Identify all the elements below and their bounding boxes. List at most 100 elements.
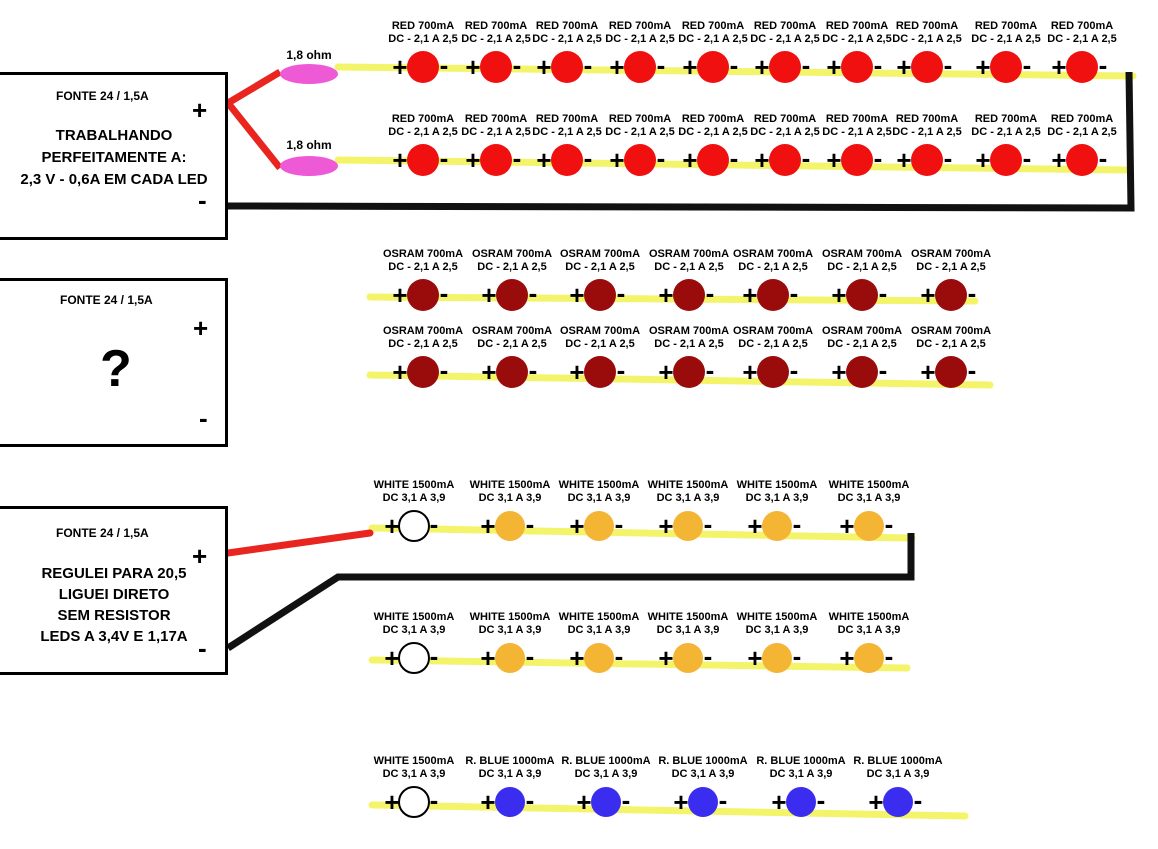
red-row-1-led-10-label-2: DC - 2,1 A 2,5: [1047, 33, 1117, 45]
red-row-1-led-3-label-2: DC - 2,1 A 2,5: [532, 33, 602, 45]
power-supply-1-note-line-2: PERFEITAMENTE A:: [41, 149, 187, 166]
osram-row-1-led-3: [584, 279, 616, 311]
red-row-1-led-9-label-2: DC - 2,1 A 2,5: [971, 33, 1041, 45]
osram-row-1-led-1-label-2: DC - 2,1 A 2,5: [388, 261, 458, 273]
power-supply-1-note-line-1: TRABALHANDO: [55, 127, 173, 144]
osram-row-2-led-4: [673, 356, 705, 388]
red-row-2-led-2-label-1: RED 700mA: [465, 113, 527, 125]
osram-row-2-led-4-label-1: OSRAM 700mA: [649, 325, 729, 337]
white-row-1-led-4-label-1: WHITE 1500mA: [648, 479, 729, 491]
white-row-1-led-5-plus: +: [747, 511, 762, 541]
osram-row-2-led-3-label-1: OSRAM 700mA: [560, 325, 640, 337]
blue-row-led-5-label-2: DC 3,1 A 3,9: [770, 768, 833, 780]
white-row-2-led-1-label-2: DC 3,1 A 3,9: [383, 624, 446, 636]
return-wire-row-3: [226, 533, 915, 651]
red-row-1-led-1-plus: +: [392, 52, 407, 82]
red-row-1-led-7-label-1: RED 700mA: [826, 20, 888, 32]
blue-row-led-6-label-2: DC 3,1 A 3,9: [867, 768, 930, 780]
osram-row-2-led-6-label-1: OSRAM 700mA: [822, 325, 902, 337]
osram-row-2-led-2: [496, 356, 528, 388]
white-row-1-led-6: [854, 511, 884, 541]
blue-row-led-5-minus: -: [817, 785, 826, 815]
red-row-1-led-8-label-2: DC - 2,1 A 2,5: [892, 33, 962, 45]
white-row-2-led-5-plus: +: [747, 643, 762, 673]
power-supply-3-negative-terminal: -: [198, 633, 207, 663]
resistor-1: [280, 64, 338, 84]
red-row-2-led-10-label-1: RED 700mA: [1051, 113, 1113, 125]
red-row-2-led-9-minus: -: [1023, 143, 1032, 173]
white-row-2-led-3-plus: +: [569, 643, 584, 673]
red-row-1-led-9-minus: -: [1023, 50, 1032, 80]
red-row-1-led-2-minus: -: [513, 50, 522, 80]
red-row-1-led-1-label-2: DC - 2,1 A 2,5: [388, 33, 458, 45]
white-row-1-led-2-label-2: DC 3,1 A 3,9: [479, 492, 542, 504]
osram-row-1-led-2-label-1: OSRAM 700mA: [472, 248, 552, 260]
blue-row-led-4-minus: -: [719, 785, 728, 815]
white-row-2-led-1-minus: -: [430, 641, 439, 671]
osram-row-2-led-3-minus: -: [617, 355, 626, 385]
red-row-2-led-3-label-1: RED 700mA: [536, 113, 598, 125]
resistor-2: [280, 156, 338, 176]
white-row-1-led-2-label-1: WHITE 1500mA: [470, 479, 551, 491]
red-row-1-led-8-minus: -: [944, 50, 953, 80]
red-row-2-led-1-label-1: RED 700mA: [392, 113, 454, 125]
return-wire-row-1: [227, 71, 1135, 212]
blue-row-strip: [368, 801, 969, 820]
red-row-1-led-6-plus: +: [754, 52, 769, 82]
power-supply-3-positive-terminal: +: [192, 541, 208, 571]
resistor-1-label: 1,8 ohm: [286, 48, 331, 62]
red-row-2-led-4-plus: +: [609, 145, 624, 175]
power-supply-box-3: FONTE 24 / 1,5A REGULEI PARA 20,5 LIGUEI…: [0, 506, 228, 675]
osram-row-1-led-5-plus: +: [742, 280, 757, 310]
power-supply-2-positive-terminal: +: [193, 313, 209, 343]
osram-row-2-led-2-label-2: DC - 2,1 A 2,5: [477, 338, 547, 350]
power-supply-3-title: FONTE 24 / 1,5A: [56, 526, 149, 540]
osram-row-2-led-1-minus: -: [440, 355, 449, 385]
osram-row-1-led-4-label-1: OSRAM 700mA: [649, 248, 729, 260]
red-row-1-led-7: [841, 51, 873, 83]
blue-row-led-4-label-1: R. BLUE 1000mA: [658, 755, 747, 767]
white-row-2-led-3: [584, 643, 614, 673]
blue-row-led-4-label-2: DC 3,1 A 3,9: [672, 768, 735, 780]
osram-row-2-led-2-label-1: OSRAM 700mA: [472, 325, 552, 337]
red-row-1-led-6-minus: -: [802, 50, 811, 80]
osram-row-1-led-3-plus: +: [569, 280, 584, 310]
white-row-2-led-1: [398, 642, 430, 674]
osram-row-1-led-1: [407, 279, 439, 311]
white-row-2-led-5-label-2: DC 3,1 A 3,9: [746, 624, 809, 636]
white-row-1-led-3-label-2: DC 3,1 A 3,9: [568, 492, 631, 504]
blue-row-led-4: [688, 787, 718, 817]
red-row-1-led-2: [480, 51, 512, 83]
red-row-1-led-5-label-1: RED 700mA: [682, 20, 744, 32]
red-row-2-led-10-plus: +: [1051, 145, 1066, 175]
white-row-1-led-4-plus: +: [658, 511, 673, 541]
osram-row-2-led-5-plus: +: [742, 357, 757, 387]
red-row-2-led-4-minus: -: [657, 143, 666, 173]
white-row-2-led-4-minus: -: [704, 641, 713, 671]
osram-row-2-led-1-label-2: DC - 2,1 A 2,5: [388, 338, 458, 350]
red-row-2-led-7-minus: -: [874, 143, 883, 173]
osram-row-2-led-7-minus: -: [968, 355, 977, 385]
red-row-1-led-1-minus: -: [440, 50, 449, 80]
osram-row-2-led-6-label-2: DC - 2,1 A 2,5: [827, 338, 897, 350]
white-row-2-strip: [368, 656, 911, 672]
osram-row-1-led-4-label-2: DC - 2,1 A 2,5: [654, 261, 724, 273]
white-row-2-led-6-plus: +: [839, 643, 854, 673]
osram-row-1-led-3-label-1: OSRAM 700mA: [560, 248, 640, 260]
white-row-2-led-5: [762, 643, 792, 673]
blue-row-led-5-label-1: R. BLUE 1000mA: [756, 755, 845, 767]
white-row-1-led-6-label-2: DC 3,1 A 3,9: [838, 492, 901, 504]
power-supply-1-note-line-3: 2,3 V - 0,6A EM CADA LED: [20, 171, 208, 188]
red-row-1-led-7-minus: -: [874, 50, 883, 80]
white-row-1-led-4-minus: -: [704, 509, 713, 539]
red-row-1-led-10: [1066, 51, 1098, 83]
power-supply-1-negative-terminal: -: [198, 185, 207, 215]
white-row-1-led-3-label-1: WHITE 1500mA: [559, 479, 640, 491]
osram-row-1-led-6-label-2: DC - 2,1 A 2,5: [827, 261, 897, 273]
osram-row-2-led-5-minus: -: [790, 355, 799, 385]
red-row-2-led-2-plus: +: [465, 145, 480, 175]
white-row-2-led-6: [854, 643, 884, 673]
power-supply-2-negative-terminal: -: [199, 403, 208, 433]
blue-row-led-2-label-1: R. BLUE 1000mA: [465, 755, 554, 767]
